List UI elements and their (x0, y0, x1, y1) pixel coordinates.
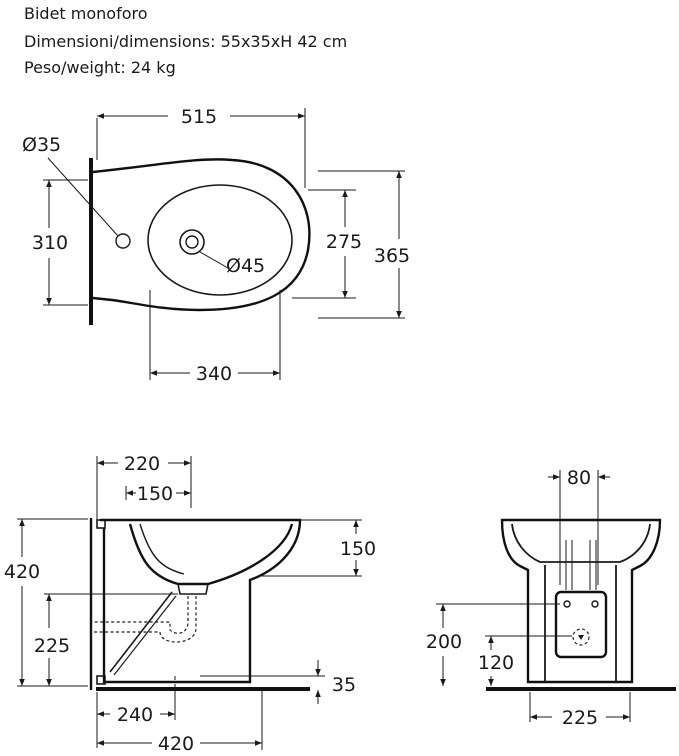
drain-outer-ring (179, 229, 205, 255)
trap-dashed (92, 596, 197, 643)
weight-text: Peso/weight: 24 kg (24, 58, 176, 77)
dim-tap-hole-label: Ø35 (22, 134, 61, 156)
dim-200-label: 200 (426, 631, 462, 653)
inner-body-front (544, 565, 617, 682)
dim-515-label: 515 (181, 106, 217, 128)
dim-420h-label: 420 (4, 561, 40, 583)
fixing-hole-left (563, 600, 571, 608)
dim-80-label: 80 (567, 467, 591, 489)
rim-inner-front (511, 523, 651, 563)
dim-150-bowl-label: 150 (340, 538, 376, 560)
bowl-inner-shade (139, 523, 185, 575)
product-title: Bidet monoforo (24, 4, 148, 23)
dim-240-label: 240 (117, 704, 153, 726)
side-view: 220 150 420 150 225 35 240 (4, 453, 376, 755)
front-view: 80 200 120 225 (426, 467, 676, 729)
drain-inner-ring (185, 235, 199, 249)
dim-275-label: 275 (326, 231, 362, 253)
bidet-body-front (500, 518, 662, 684)
fixing-hole-right (591, 600, 599, 608)
bowl-rim-top (147, 184, 293, 296)
dim-220-label: 220 (124, 453, 160, 475)
dim-340-label: 340 (196, 363, 232, 385)
bowl-inner-side (128, 523, 294, 586)
dim-drain-label: Ø45 (226, 255, 265, 277)
drain-connector (177, 583, 209, 595)
internal-diagonal-2 (113, 595, 177, 676)
dim-420-length-label: 420 (158, 733, 194, 755)
dim-225-width-label: 225 (562, 707, 598, 729)
rear-panel-front (554, 590, 608, 659)
bidet-body-side (100, 518, 302, 684)
tap-hole (115, 233, 131, 249)
bidet-outline-top (92, 158, 311, 312)
drain-dashed-front (572, 628, 590, 646)
dim-150-inner-label: 150 (137, 483, 173, 505)
dimensions-text: Dimensioni/dimensions: 55x35xH 42 cm (24, 32, 348, 51)
dim-225-label: 225 (34, 635, 70, 657)
dim-365-label: 365 (374, 245, 410, 267)
dim-35-label: 35 (332, 674, 356, 696)
dim-120-label: 120 (478, 652, 514, 674)
internal-diagonal (109, 591, 173, 673)
dim-310-label: 310 (32, 232, 68, 254)
leader-drain (199, 251, 229, 269)
drain-arrow-front (578, 635, 584, 640)
top-view: 515 Ø35 310 Ø45 275 365 340 (22, 106, 410, 385)
leader-tap-hole (47, 157, 119, 237)
